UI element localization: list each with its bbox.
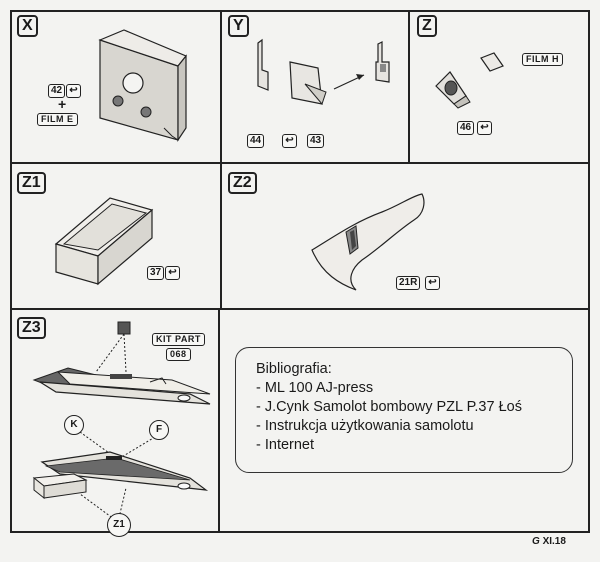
- film-e-label: FILM E: [37, 113, 78, 126]
- col-divider-bottom: [218, 308, 220, 533]
- panel-grid: [10, 10, 590, 533]
- film-h-label: FILM H: [522, 53, 563, 66]
- fold-icon: ↩: [282, 134, 297, 148]
- callout-f: F: [149, 420, 169, 440]
- footer-code: G XI.18: [532, 536, 566, 547]
- kit-part-label: KIT PART: [152, 333, 205, 346]
- bibliography-item: - ML 100 AJ-press: [256, 380, 374, 396]
- ref-number-21r: 21R: [396, 276, 421, 290]
- bibliography-title: Bibliografia:: [256, 361, 332, 377]
- step-tag-z1: Z1: [17, 172, 46, 194]
- step-tag-z2: Z2: [228, 172, 257, 194]
- bibliography-item: - Internet: [256, 437, 315, 453]
- step-tag-z: Z: [417, 15, 437, 37]
- step-tag-y: Y: [228, 15, 249, 37]
- col-divider-top-1: [220, 10, 222, 163]
- kit-part-number: 068: [166, 348, 191, 361]
- ref-number-44: 44: [247, 134, 265, 148]
- ref-number-42: 42: [48, 84, 66, 98]
- step-tag-z3: Z3: [17, 317, 46, 339]
- step-tag-x: X: [17, 15, 38, 37]
- edition-code: XI.18: [542, 536, 566, 547]
- col-divider-mid: [220, 162, 222, 309]
- row-divider-2: [10, 308, 590, 310]
- plus-sign: +: [58, 96, 67, 112]
- ref-number-46: 46: [457, 121, 475, 135]
- fold-icon: ↩: [165, 266, 180, 280]
- bibliography-item: - Instrukcja użytkowania samolotu: [256, 418, 474, 434]
- row-divider-1: [10, 162, 590, 164]
- bibliography-box: Bibliografia: - ML 100 AJ-press - J.Cynk…: [235, 347, 573, 473]
- col-divider-top-2: [408, 10, 410, 163]
- ref-number-37: 37: [147, 266, 165, 280]
- callout-k: K: [64, 415, 84, 435]
- ref-number-43: 43: [307, 134, 325, 148]
- fold-icon: ↩: [477, 121, 492, 135]
- bibliography-item: - J.Cynk Samolot bombowy PZL P.37 Łoś: [256, 399, 522, 415]
- fold-icon: ↩: [425, 276, 440, 290]
- callout-z1: Z1: [107, 513, 131, 537]
- maker-logo-icon: G: [532, 536, 540, 547]
- fold-icon: ↩: [66, 84, 81, 98]
